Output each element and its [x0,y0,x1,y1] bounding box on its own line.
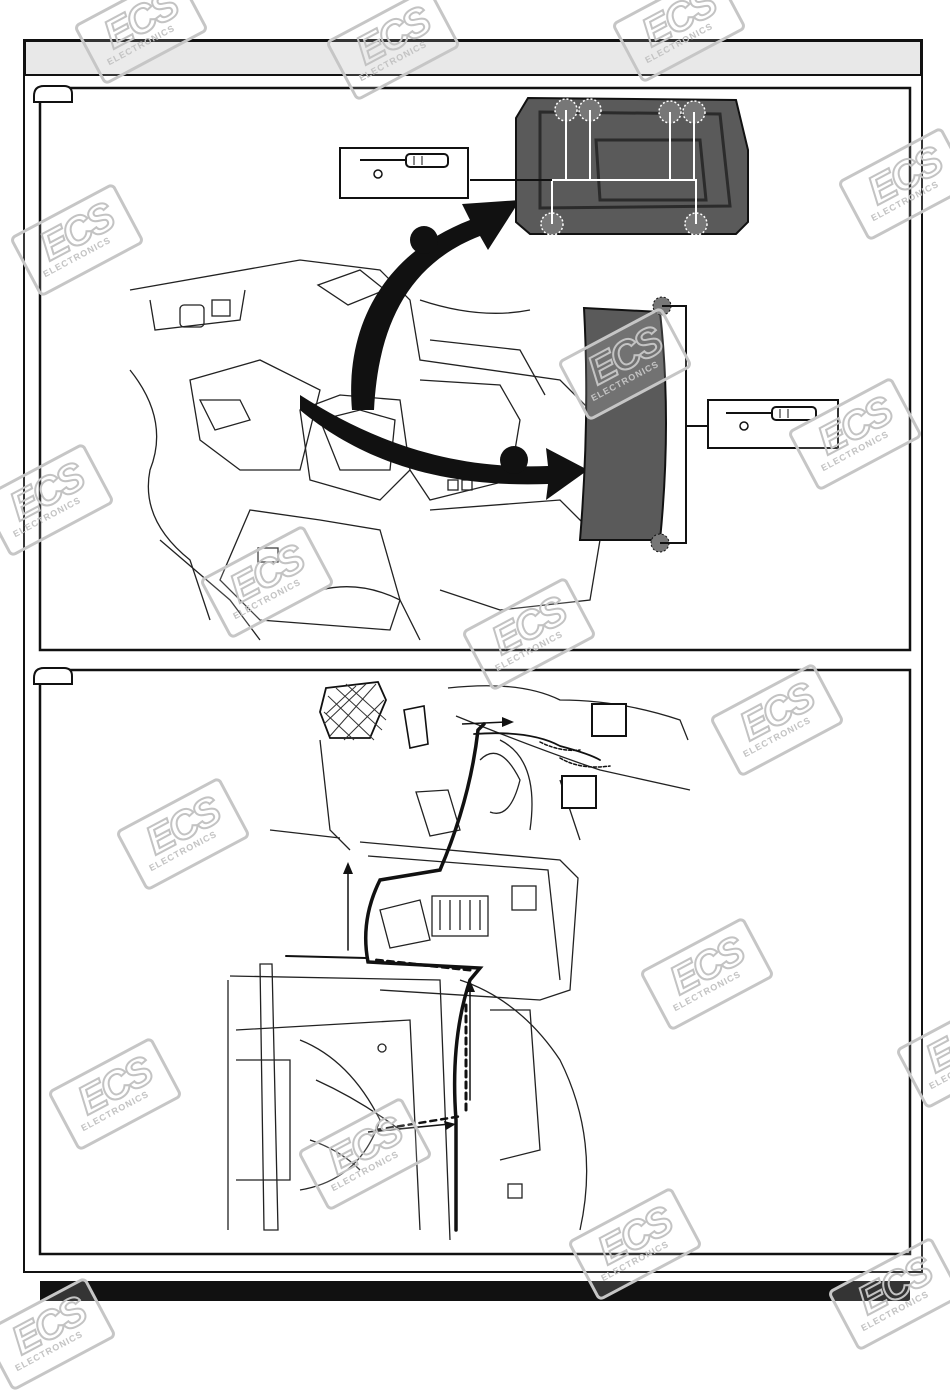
step-2-number-tab [33,667,73,685]
instruction-sheet [23,39,923,1301]
screwdriver-icon [726,406,817,421]
header-strip [24,40,922,76]
step-2-label-box-b [561,775,597,809]
side-cover-panel [578,296,708,553]
screwdriver-icon [360,153,449,168]
footwell-drawing [227,685,691,1241]
step-1-number-tab [33,85,73,103]
route-arrowheads [343,717,514,1130]
top-cover-panel [470,96,749,236]
torx-bit-icon [739,421,749,431]
step-1-marker-1 [410,226,438,254]
step-2-label-box-a [591,703,627,737]
tool-callout-1 [339,147,469,199]
step-2-panel [33,667,912,1256]
tool-callout-2 [707,399,839,449]
step-1-panel [33,85,912,652]
car-interior-drawing [129,259,601,641]
step-1-marker-2 [500,446,528,474]
cable-route [285,722,611,1232]
torx-bit-icon [373,169,383,179]
pedals-drawing [319,681,429,749]
footer-bar [40,1281,910,1301]
